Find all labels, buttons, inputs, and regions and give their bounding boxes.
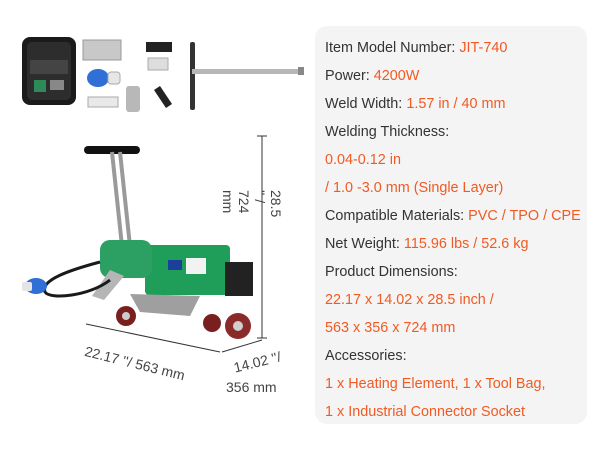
model-label: Item Model Number: <box>325 40 456 56</box>
t-handle-tool-image <box>190 42 304 110</box>
depth-dimension-label-2: 356 mm <box>226 379 277 395</box>
materials-row: Compatible Materials: PVC / TPO / CPE <box>325 202 587 230</box>
bracket-part-image <box>147 57 169 71</box>
heating-plate-image <box>82 39 122 61</box>
power-label: Power: <box>325 68 370 84</box>
model-row: Item Model Number: JIT-740 <box>325 34 587 62</box>
thickness-value-2: / 1.0 -3.0 mm (Single Layer) <box>325 180 504 196</box>
welding-machine-image <box>22 146 253 339</box>
materials-value: PVC / TPO / CPE <box>468 208 581 224</box>
product-illustration <box>22 37 304 353</box>
product-dims-label: Product Dimensions: <box>325 264 458 280</box>
thickness-label: Welding Thickness: <box>325 124 450 140</box>
weld-width-label: Weld Width: <box>325 96 403 112</box>
power-value: 4200W <box>373 68 420 84</box>
wrench-image <box>154 86 172 108</box>
thickness-label-row: Welding Thickness: <box>325 118 587 146</box>
product-dims-value-1: 22.17 x 14.02 x 28.5 inch / <box>325 292 494 308</box>
accessories-label: Accessories: <box>325 348 407 364</box>
nozzle-part-image <box>87 96 119 108</box>
accessories-value-2: 1 x Industrial Connector Socket <box>325 404 525 420</box>
tool-bag-image <box>22 37 76 105</box>
accessories-label-row: Accessories: <box>325 342 587 370</box>
accessories-value-1: 1 x Heating Element, 1 x Tool Bag, <box>325 376 546 392</box>
height-dimension-label: 28.5 '' / 724 mm <box>220 190 284 218</box>
product-dims-label-row: Product Dimensions: <box>325 258 587 286</box>
width-dimension-line <box>85 323 221 353</box>
weight-row: Net Weight: 115.96 lbs / 52.6 kg <box>325 230 587 258</box>
thickness-value-1: 0.04-0.12 in <box>325 152 402 168</box>
weld-width-value: 1.57 in / 40 mm <box>406 96 506 112</box>
power-row: Power: 4200W <box>325 62 587 90</box>
model-value: JIT-740 <box>459 40 508 56</box>
spec-card: Item Model Number: JIT-740 Power: 4200W … <box>315 26 587 424</box>
clip-part-image <box>146 42 172 52</box>
heater-element-image <box>126 86 140 112</box>
product-dims-value-2: 563 x 356 x 724 mm <box>325 320 456 336</box>
depth-dimension-line <box>221 339 263 353</box>
materials-label: Compatible Materials: <box>325 208 465 224</box>
weight-label: Net Weight: <box>325 236 400 252</box>
product-illustration-area: 22.17 ''/ 563 mm 28.5 '' / 724 mm 14.02 … <box>22 37 304 395</box>
connector-socket-image <box>87 69 121 87</box>
weld-width-row: Weld Width: 1.57 in / 40 mm <box>325 90 587 118</box>
weight-value: 115.96 lbs / 52.6 kg <box>403 236 529 252</box>
